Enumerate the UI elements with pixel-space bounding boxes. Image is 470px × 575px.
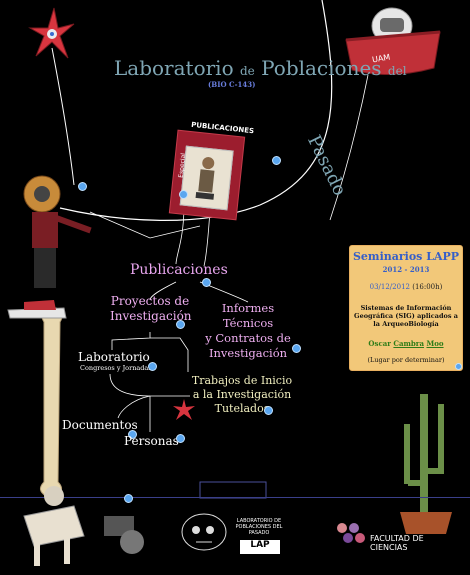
- lab-code: (BIO C-143): [208, 80, 256, 89]
- nav-proyectos[interactable]: Proyectos de Investigación: [110, 294, 192, 323]
- nav-laboratorio[interactable]: Laboratorio: [78, 350, 150, 364]
- nav-personas[interactable]: Personas: [124, 434, 179, 448]
- nav-documentos[interactable]: Documentos: [62, 418, 138, 432]
- faculty-logo-icon: [337, 523, 365, 543]
- diver-figure-icon: [7, 175, 92, 497]
- seminar-card[interactable]: Seminarios LAPP 2012 - 2013 03/12/2012 (…: [349, 245, 463, 371]
- figure-illustration: [195, 157, 215, 200]
- nav-trabajos[interactable]: Trabajos de Inicio a la Investigación Tu…: [191, 374, 293, 415]
- starfish-icon: [28, 7, 75, 59]
- link-dot-publicaciones[interactable]: [202, 278, 211, 287]
- link-dot-giraffe[interactable]: [124, 494, 133, 503]
- small-star-icon: [173, 399, 195, 420]
- cactus-icon: [400, 394, 452, 534]
- link-dot-publication[interactable]: [179, 190, 188, 199]
- seminar-speaker: Oscar Cambra Moo: [368, 339, 444, 348]
- link-dot-pasado[interactable]: [272, 156, 281, 165]
- seminar-date: 03/12/2012 (16:00h): [369, 283, 443, 291]
- book-cover-image: [179, 145, 234, 211]
- seminar-title: Seminarios LAPP: [352, 250, 460, 263]
- footer-divider: [0, 497, 470, 498]
- link-dot-informes[interactable]: [292, 344, 301, 353]
- nav-informes[interactable]: Informes Técnicos y Contratos de Investi…: [205, 301, 291, 360]
- nav-publicaciones[interactable]: Publicaciones: [130, 262, 228, 278]
- giraffe-figure-icon: [23, 486, 144, 566]
- faculty-logo-text[interactable]: FACULTAD DE CIENCIAS: [370, 534, 424, 552]
- lap-badge: LAP: [240, 540, 280, 554]
- nav-congresos[interactable]: Congresos y Jornadas: [80, 364, 152, 372]
- bathtub-astronaut-icon: [345, 7, 441, 75]
- skull-logo-icon: [181, 513, 227, 551]
- publications-book[interactable]: [169, 130, 245, 220]
- link-dot-trabajos[interactable]: [264, 406, 273, 415]
- seminar-years: 2012 - 2013: [382, 265, 430, 274]
- lab-logo-text[interactable]: LABORATORIO DE POBLACIONES DEL PASADO: [235, 518, 283, 536]
- link-dot-diver[interactable]: [78, 182, 87, 191]
- link-dot-laboratorio[interactable]: [148, 362, 157, 371]
- link-dot-documentos[interactable]: [128, 430, 137, 439]
- link-dot-seminar[interactable]: [455, 363, 462, 370]
- link-dot-personas[interactable]: [176, 434, 185, 443]
- page-title[interactable]: Laboratorio de Poblaciones del: [114, 56, 407, 80]
- seminar-topic: Sistemas de Información Geográfica (SIG)…: [354, 304, 458, 328]
- seminar-place: (Lugar por determinar): [367, 356, 445, 364]
- link-dot-proyectos[interactable]: [176, 320, 185, 329]
